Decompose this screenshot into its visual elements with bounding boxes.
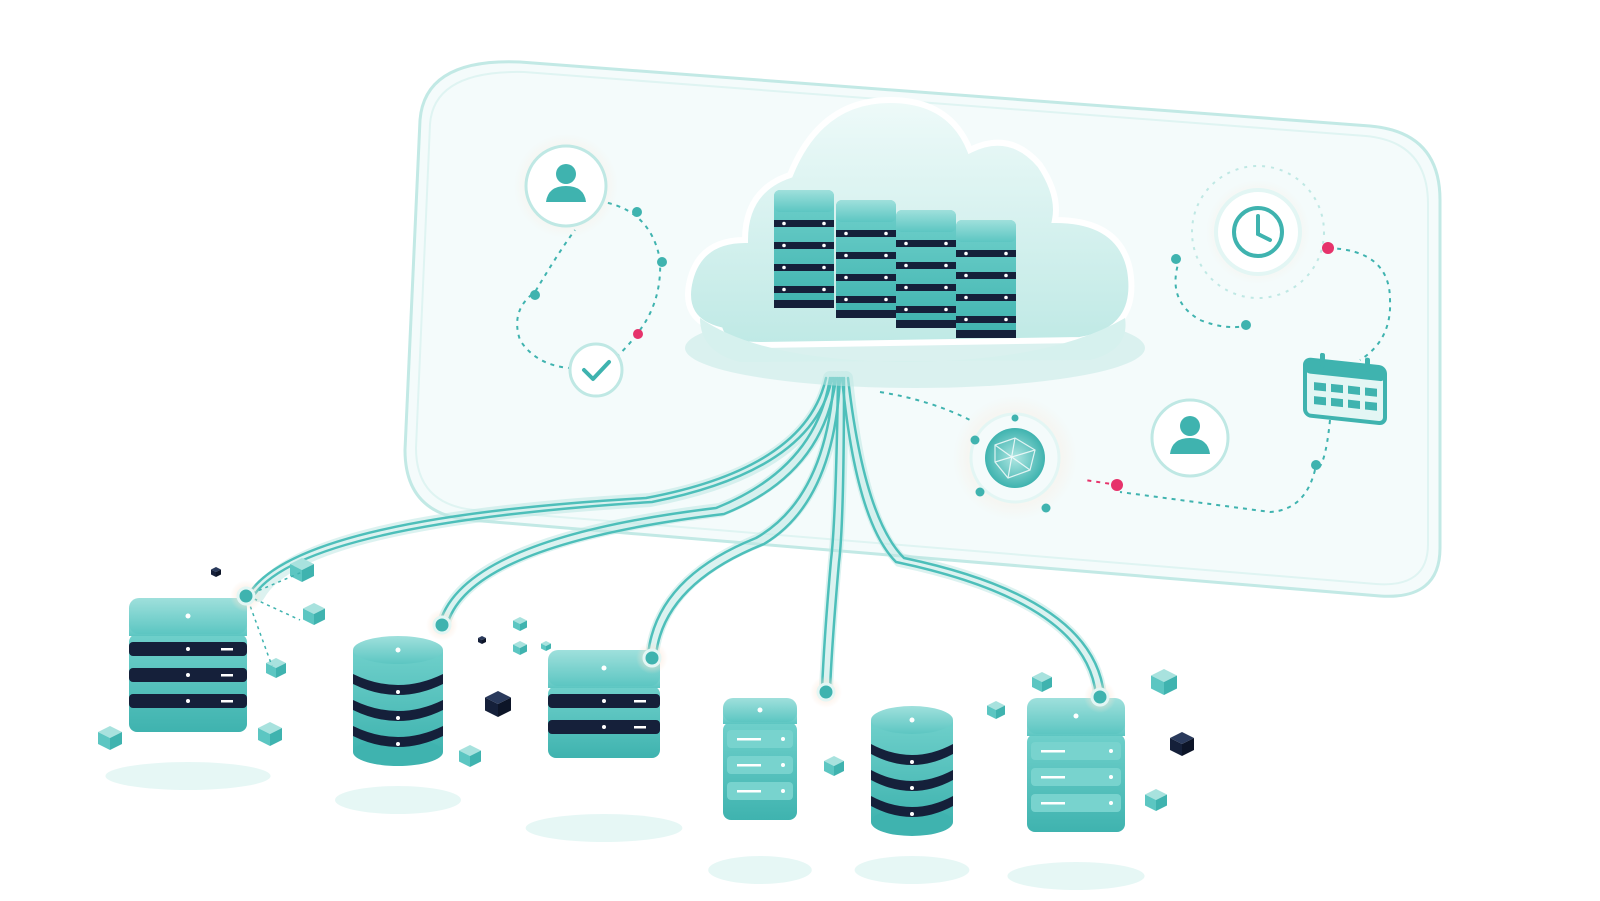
floating-cube bbox=[513, 641, 527, 655]
check-icon bbox=[582, 360, 611, 381]
floating-cube bbox=[1145, 789, 1167, 811]
tube-endpoints bbox=[230, 580, 1116, 713]
floating-cube bbox=[258, 722, 282, 746]
storage-nodes bbox=[105, 598, 1145, 890]
floating-cube bbox=[987, 701, 1005, 719]
right-workflow-nodes bbox=[1111, 242, 1334, 491]
floating-cube bbox=[211, 567, 221, 577]
floating-cube bbox=[513, 617, 527, 631]
user-icon bbox=[546, 164, 586, 202]
cloud-server bbox=[774, 190, 834, 308]
storage-node-cylinder bbox=[854, 706, 970, 884]
floating-cube bbox=[1032, 672, 1052, 692]
floating-cube bbox=[478, 636, 486, 644]
storage-node-box-stack bbox=[525, 650, 683, 842]
right-workflow-path bbox=[1084, 247, 1392, 514]
floating-cube bbox=[266, 658, 286, 678]
cloud-server bbox=[956, 220, 1016, 338]
cloud-server-rack bbox=[774, 190, 1016, 338]
cloud-server bbox=[896, 210, 956, 328]
user-icon bbox=[1170, 416, 1210, 454]
cloud-server bbox=[836, 200, 896, 318]
user-badge-top bbox=[514, 134, 618, 238]
floating-cube bbox=[459, 745, 481, 767]
floating-cube bbox=[98, 726, 122, 750]
floating-cube bbox=[303, 603, 325, 625]
floating-cube bbox=[1151, 669, 1177, 695]
floating-cube bbox=[824, 756, 844, 776]
storage-node-box-light bbox=[1007, 698, 1145, 890]
clock-icon bbox=[1232, 206, 1284, 258]
network-globe-icon bbox=[985, 428, 1045, 488]
user-badge-right bbox=[1150, 398, 1230, 478]
left-workflow-nodes bbox=[530, 207, 667, 339]
network-globe bbox=[879, 391, 1077, 520]
clock-badge bbox=[1191, 165, 1325, 299]
connection-tubes bbox=[246, 371, 1107, 702]
floating-cube bbox=[1170, 732, 1194, 756]
floating-cube bbox=[290, 558, 314, 582]
storage-node-cylinder bbox=[335, 636, 461, 814]
floating-cube bbox=[485, 691, 511, 717]
floating-cubes bbox=[98, 558, 1194, 811]
storage-node-box-small bbox=[708, 698, 812, 884]
left-workflow-path bbox=[516, 199, 662, 370]
storage-node-box-stack bbox=[105, 598, 271, 790]
check-badge bbox=[568, 342, 624, 398]
calendar-icon bbox=[1303, 352, 1387, 425]
floating-cube bbox=[541, 641, 551, 651]
